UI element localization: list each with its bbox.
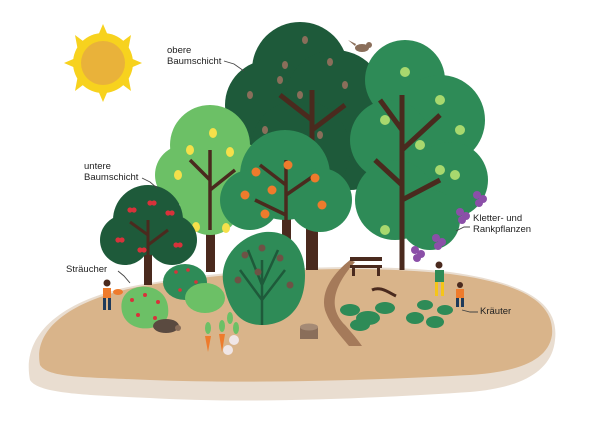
label-herbs-line1: Kräuter xyxy=(480,306,512,317)
small-shrubs xyxy=(163,264,225,313)
bird-icon xyxy=(348,40,372,52)
vegetable-bed xyxy=(205,312,239,355)
label-climbers: Kletter- und Rankpflanzen xyxy=(473,213,531,235)
label-shrubs-line1: Sträucher xyxy=(66,264,108,275)
label-shrubs: Sträucher xyxy=(66,264,107,275)
label-leader-lines xyxy=(117,60,478,313)
orange-tree xyxy=(220,130,352,275)
bench-icon xyxy=(350,257,382,276)
label-upper-canopy-line1: obere xyxy=(167,45,192,56)
label-lower-canopy-line2: Baumschicht xyxy=(84,172,139,183)
lizard-icon xyxy=(371,287,397,298)
cherry-tree xyxy=(100,185,197,285)
hazel-shrub xyxy=(222,231,305,325)
label-lower-canopy: untere Baumschicht xyxy=(84,161,138,183)
tree-stump-icon xyxy=(300,323,318,339)
herb-plants xyxy=(340,300,453,331)
sun-icon xyxy=(64,24,142,102)
child-right xyxy=(456,282,464,307)
right-canopy-tree xyxy=(350,40,488,270)
person-right xyxy=(435,261,444,296)
hedgehog-icon xyxy=(153,319,181,333)
label-climbers-line2: Rankpflanzen xyxy=(473,224,532,235)
label-lower-canopy-line1: untere xyxy=(84,161,111,172)
label-herbs: Kräuter xyxy=(480,306,511,317)
label-climbers-line1: Kletter- und xyxy=(473,213,523,224)
grape-cluster-icons xyxy=(411,191,487,262)
person-left xyxy=(103,279,123,310)
label-upper-canopy-line2: Baumschicht xyxy=(167,56,222,67)
berry-shrub xyxy=(121,286,169,329)
label-upper-canopy: obere Baumschicht xyxy=(167,45,221,67)
